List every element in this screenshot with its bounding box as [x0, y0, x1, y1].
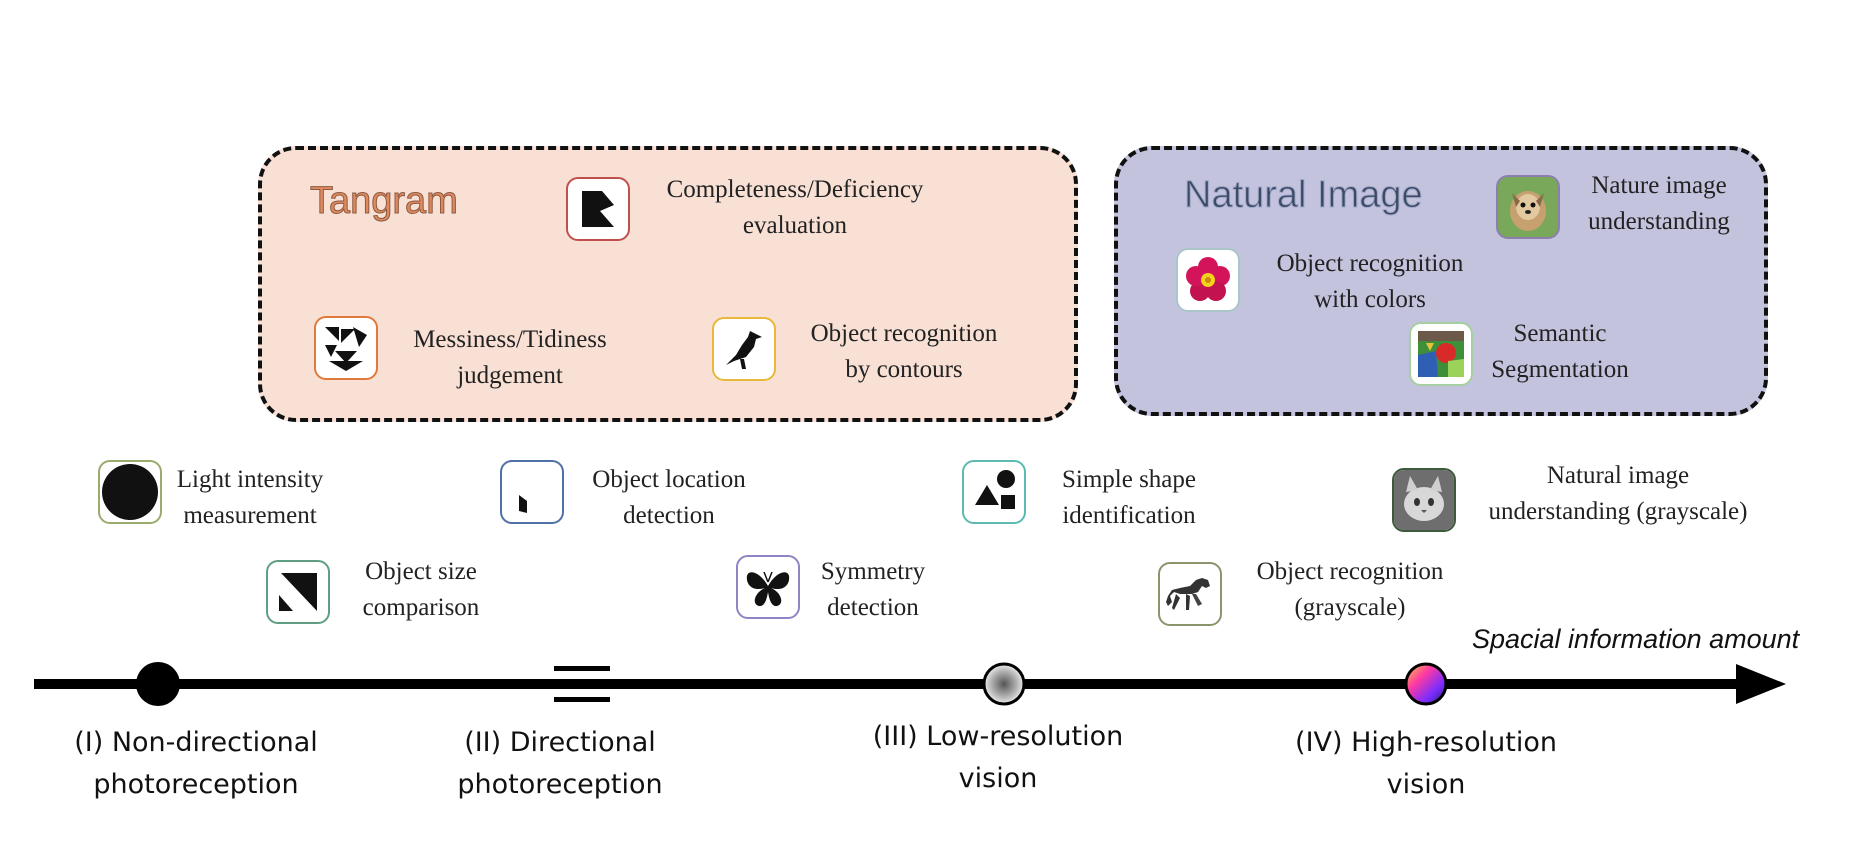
- segmentation-label: Semantic Segmentation: [1491, 320, 1629, 383]
- size-comparison-icon: [266, 560, 330, 624]
- location-detection-icon: [500, 460, 564, 524]
- flower-photo-icon: [1176, 248, 1240, 312]
- colors-recognition-label: Object recognition with colors: [1276, 250, 1464, 313]
- messiness-label: Messiness/Tidiness judgement: [413, 326, 607, 389]
- axis-label: Spacial information amount: [1472, 624, 1800, 654]
- nature-understanding-label: Nature image understanding: [1588, 172, 1730, 235]
- natural-image-title: Natural Image: [1184, 174, 1424, 217]
- completeness-label: Completeness/Deficiency evaluation: [666, 176, 924, 239]
- dog-photo-icon: [1496, 175, 1560, 239]
- light-intensity-label: Light intensity measurement: [176, 466, 324, 529]
- cat-grayscale-icon: [1392, 468, 1456, 532]
- natural-grayscale-label: Natural image understanding (grayscale): [1488, 462, 1748, 525]
- horse-grayscale-label: Object recognition (grayscale): [1256, 558, 1444, 621]
- stage-2-label: (II) Directional photoreception: [457, 727, 663, 800]
- tangram-title: Tangram: [310, 180, 459, 223]
- tangram-panel: [258, 146, 1078, 422]
- horse-grayscale-icon: [1158, 562, 1222, 626]
- messiness-icon: [314, 316, 378, 380]
- stage-3-label: (III) Low-resolution vision: [872, 721, 1124, 794]
- simple-shape-label: Simple shape identification: [1061, 466, 1196, 529]
- simple-shape-icon: [962, 460, 1026, 524]
- contours-label: Object recognition by contours: [810, 320, 998, 383]
- light-intensity-icon: [98, 460, 162, 524]
- stage-1-label: (I) Non-directional photoreception: [74, 727, 318, 800]
- crow-contour-icon: [712, 317, 776, 381]
- butterfly-icon: [736, 555, 800, 619]
- completeness-icon: [566, 177, 630, 241]
- size-comparison-label: Object size comparison: [362, 558, 480, 621]
- stage-4-label: (IV) High-resolution vision: [1295, 727, 1557, 800]
- symmetry-label: Symmetry detection: [820, 558, 926, 621]
- location-detection-label: Object location detection: [592, 466, 746, 529]
- segmentation-icon: [1409, 322, 1473, 386]
